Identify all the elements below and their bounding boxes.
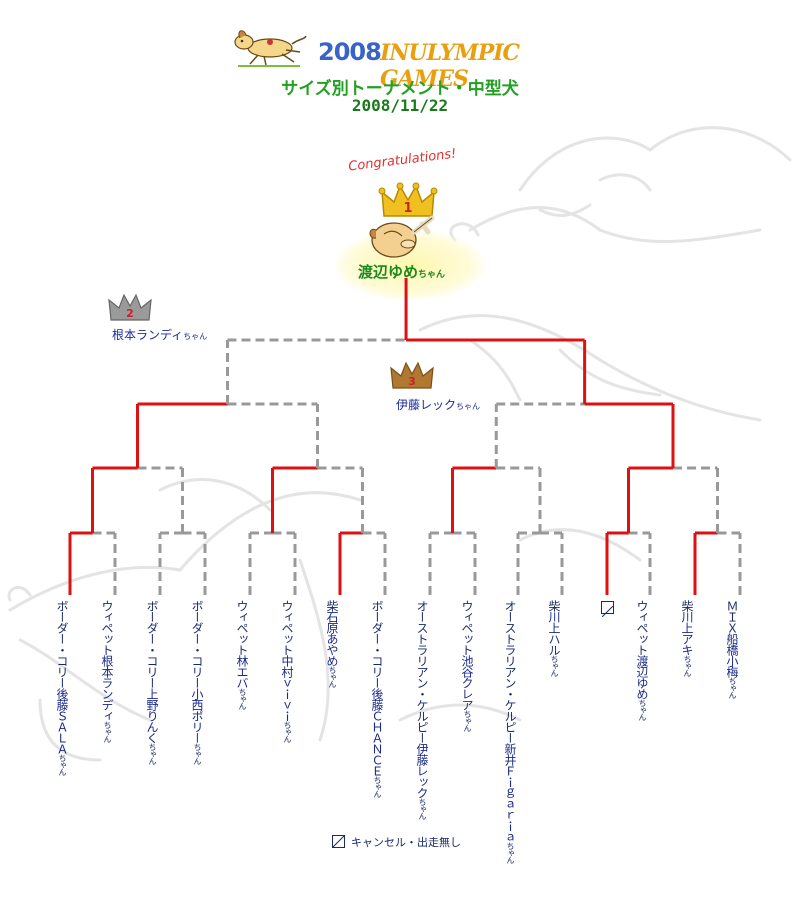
entry-name: 上野りんく [145,688,159,743]
entry-name: 池谷クレア [460,655,474,710]
bronze-rank-number: 3 [408,375,416,388]
entry-breed: 柴 [680,600,694,611]
page-subtitle: サイズ別トーナメント・中型犬 [281,79,519,99]
entry-name: 後藤ＣＨＡＮＣＥ [370,688,384,776]
inulympic-logo: 2008 INULYMPIC GAMES [230,22,580,92]
entry-breed: ウィペット [460,600,474,655]
entry-name: 伊藤レック [415,743,429,798]
entry-breed: ウィペット [280,600,294,655]
second-place-name: 根本ランディ [112,328,184,342]
entry-7: 柴石原あやめちゃん [325,600,339,687]
silver-rank-number: 2 [126,307,134,320]
second-place-suffix: ちゃん [183,332,208,341]
entry-12: 柴川上ハルちゃん [547,600,561,676]
gold-rank-number: 1 [403,201,412,216]
champion-name-text: 渡辺ゆめ [358,263,419,281]
champion-suffix: ちゃん [418,270,446,280]
entry-name: 後藤ＳＡＬＡ [55,688,69,754]
entry-name: 根本ランディ [100,655,114,721]
entry-suffix: ちゃん [103,721,112,742]
entry-suffix: ちゃん [193,743,202,764]
entry-14: ウィペット渡辺ゆめちゃん [635,600,649,720]
gold-crown-icon: 1 [378,182,438,217]
third-place-label: 伊藤レックちゃん [396,396,480,413]
logo-year: 2008 [318,38,382,66]
entry-breed: オーストラリアン・ケルピー [415,600,429,743]
entry-name: 川上アキ [680,611,694,655]
entry-name: 小西ポリー [190,688,204,743]
entry-suffix: ちゃん [506,842,515,863]
third-place-name: 伊藤レック [396,398,457,412]
champion-name: 渡辺ゆめちゃん [358,261,445,282]
entry-breed: ボーダー・コリー [190,600,204,688]
entry-15: 柴川上アキちゃん [680,600,694,676]
event-date: 2008/11/22 [351,96,449,115]
entry-suffix: ちゃん [683,655,692,676]
entry-11: オーストラリアン・ケルピー新井Ｆｉｇａｒｉａちゃん [503,600,517,863]
entry-suffix: ちゃん [148,743,157,764]
winner-dog-icon [369,215,435,258]
entry-suffix: ちゃん [638,699,647,720]
entry-4: ボーダー・コリー小西ポリーちゃん [190,600,204,764]
entry-breed: 柴 [325,600,339,611]
entry-breed: ウィペット [635,600,649,655]
entry-name: 林エバ [235,655,249,688]
entry-name: 石原あやめ [325,611,339,666]
entry-3: ボーダー・コリー上野りんくちゃん [145,600,159,764]
entry-suffix: ちゃん [283,721,292,742]
entry-6: ウィペット中村ｖｉｖｉちゃん [280,600,294,742]
third-place-suffix: ちゃん [456,402,481,411]
entry-suffix: ちゃん [373,776,382,797]
entry-name: 渡辺ゆめ [635,655,649,699]
entry-breed: ＭＩＸ [725,600,739,633]
entry-breed: オーストラリアン・ケルピー [503,600,517,743]
entry-5: ウィペット林エバちゃん [235,600,249,709]
entry-name: 中村ｖｉｖｉ [280,655,294,721]
legend-label: キャンセル・出走無し [351,836,461,849]
entry-16: ＭＩＸ船橋小梅ちゃん [725,600,739,698]
bronze-crown-icon: 3 [390,361,434,389]
entry-breed: ウィペット [235,600,249,655]
second-place-label: 根本ランディちゃん [112,326,207,343]
entry-9: オーストラリアン・ケルピー伊藤レックちゃん [415,600,429,819]
entry-suffix: ちゃん [238,688,247,709]
entry-10: ウィペット池谷クレアちゃん [460,600,474,731]
entry-suffix: ちゃん [58,754,67,775]
running-dog-icon [234,30,307,67]
entry-breed: ボーダー・コリー [370,600,384,688]
entry-name: 川上ハル [547,611,561,655]
entry-2: ウィペット根本ランディちゃん [100,600,114,742]
entry-breed: ウィペット [100,600,114,655]
entry-name: 船橋小梅 [725,633,739,677]
entry-breed: ボーダー・コリー [145,600,159,688]
cancel-legend-icon [332,835,345,848]
logo-title: INULYMPIC GAMES [380,40,520,92]
entry-breed: 柴 [547,600,561,611]
entry-8: ボーダー・コリー後藤ＣＨＡＮＣＥちゃん [370,600,384,797]
cancel-mark-icon [601,601,614,618]
entry-1: ボーダー・コリー後藤ＳＡＬＡちゃん [55,600,69,775]
entry-breed: ボーダー・コリー [55,600,69,688]
silver-crown-icon: 2 [108,293,152,321]
entry-suffix: ちゃん [550,655,559,676]
entry-suffix: ちゃん [463,710,472,731]
legend: キャンセル・出走無し [332,834,461,850]
entry-suffix: ちゃん [328,666,337,687]
entry-suffix: ちゃん [728,677,737,698]
entry-name: 新井Ｆｉｇａｒｉａ [503,743,517,842]
entry-suffix: ちゃん [418,798,427,819]
